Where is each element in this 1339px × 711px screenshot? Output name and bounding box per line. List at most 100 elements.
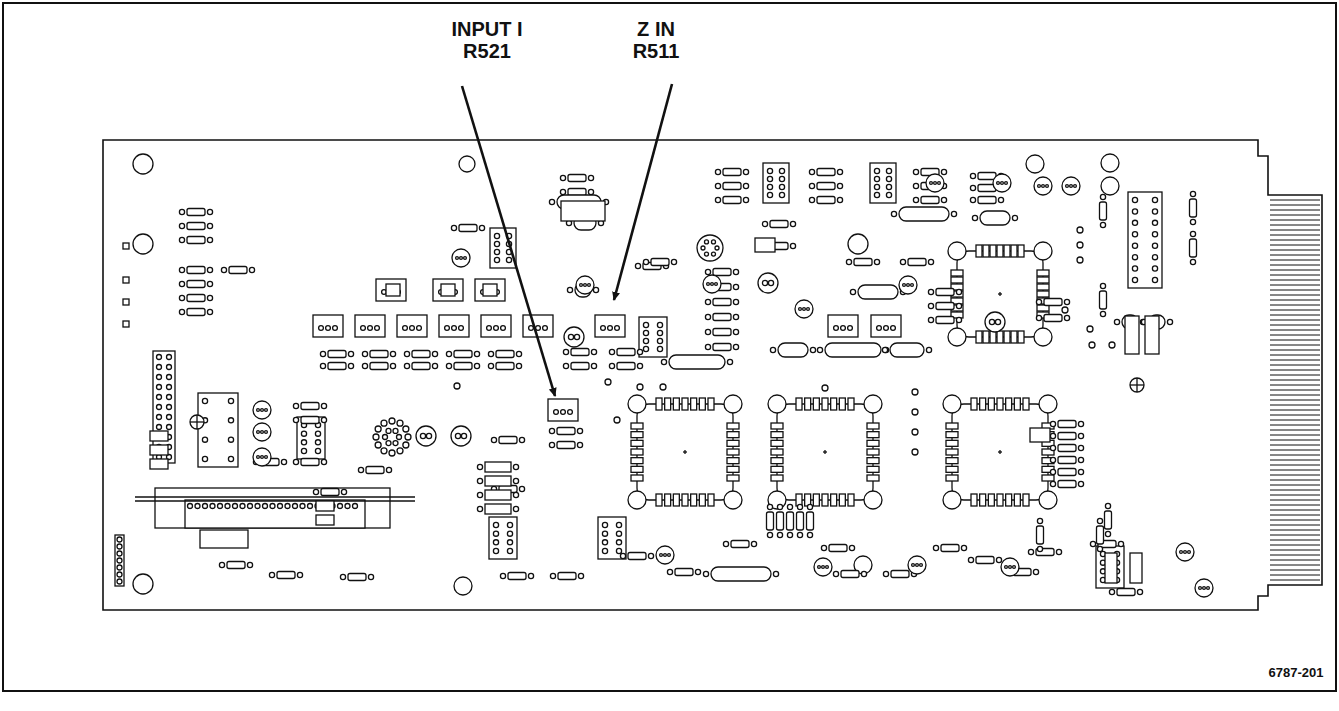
solder-pad [809, 197, 814, 202]
resistor-symbol [1100, 202, 1107, 220]
pot-pin [494, 326, 499, 331]
resistor-symbol [1058, 445, 1076, 452]
dip-ic [297, 417, 325, 459]
transistor-symbol [1062, 177, 1080, 195]
socket-pin [373, 434, 379, 440]
resistor-symbol [187, 267, 205, 274]
edge-finger [1270, 545, 1320, 546]
pot-pin [543, 326, 548, 331]
solder-pad [951, 211, 956, 216]
edge-finger [1270, 385, 1320, 386]
edge-finger [1270, 500, 1320, 501]
solder-pad [549, 428, 554, 433]
ic-pin [507, 522, 512, 527]
resistor-symbol [713, 269, 731, 276]
resistor-symbol [787, 512, 794, 530]
pot-pin [445, 326, 450, 331]
ic-pin [202, 437, 207, 442]
transistor-pin [997, 182, 1000, 185]
pot-pin [326, 326, 331, 331]
solder-pad [810, 347, 815, 352]
socket-pad [631, 432, 643, 438]
edge-finger [1270, 550, 1320, 551]
solder-pad [837, 169, 842, 174]
ic-pin [1132, 277, 1137, 282]
ic-pin [602, 540, 607, 545]
solder-pad [404, 363, 409, 368]
socket-pad [1018, 245, 1024, 257]
ic-pin [228, 418, 233, 423]
edge-finger [1270, 335, 1320, 336]
solder-pad [1114, 319, 1119, 324]
solder-pad [513, 478, 518, 483]
fiducial-mark [196, 415, 197, 429]
small-component [386, 284, 400, 296]
transistor-pin [257, 456, 260, 459]
edge-finger [1270, 465, 1320, 466]
solder-pad [661, 359, 666, 364]
d-sub-pin [255, 504, 260, 509]
solder-pad [207, 209, 212, 214]
capacitor-symbol [711, 567, 771, 581]
mounting-hole [454, 577, 472, 595]
solder-pad [891, 211, 896, 216]
socket-pad [727, 423, 739, 429]
socket-pad [839, 494, 845, 506]
socket-pin [397, 420, 403, 426]
resistor-symbol [366, 467, 384, 474]
dip-ic [490, 228, 516, 268]
transistor-pin [911, 284, 914, 287]
ic-pin [494, 257, 499, 262]
solder-pad [1137, 589, 1142, 594]
d-sub-pin [285, 504, 290, 509]
transistor-symbol [576, 276, 594, 294]
solder-pad [790, 221, 795, 226]
via [1109, 342, 1115, 348]
socket-pad [682, 398, 688, 410]
socket-pad [699, 494, 705, 506]
ic-pin [507, 531, 512, 536]
ic-pin [1152, 266, 1157, 271]
ic-pin [494, 241, 499, 246]
header-pin [117, 565, 122, 570]
transistor-pin [1074, 185, 1077, 188]
ic-pin [493, 522, 498, 527]
transistor-pin [903, 284, 906, 287]
solder-pad [797, 532, 802, 537]
test-pad [123, 299, 129, 305]
ic-pin [779, 176, 784, 181]
solder-pad [1056, 549, 1061, 554]
socket-corner [628, 491, 646, 509]
d-sub-pin [248, 504, 253, 509]
transistor-pin [1038, 185, 1041, 188]
ic-pin [779, 192, 784, 197]
socket-pad [727, 449, 739, 455]
via [822, 385, 828, 391]
solder-pad [446, 351, 451, 356]
transistor-symbol [926, 174, 944, 192]
edge-finger [1270, 490, 1320, 491]
plcc-socket [777, 404, 873, 500]
ic-pin [767, 192, 772, 197]
solder-pad [609, 363, 614, 368]
center-mark [684, 450, 685, 454]
resistor-symbol [496, 363, 514, 370]
trimmer-potentiometer [871, 315, 901, 337]
edge-finger [1270, 340, 1320, 341]
solder-pad [821, 545, 826, 550]
board-components [115, 154, 1320, 597]
transistor-pin [1188, 551, 1191, 554]
header-pin [117, 537, 122, 542]
edge-finger [1270, 355, 1320, 356]
transistor-pin [1005, 566, 1008, 569]
edge-finger [1270, 295, 1320, 296]
edge-finger [1270, 390, 1320, 391]
edge-finger [1270, 410, 1320, 411]
solder-pad [320, 351, 325, 356]
pot-pin [554, 410, 559, 415]
resistor-network [150, 459, 168, 469]
transistor-symbol [452, 249, 470, 267]
socket-pad [771, 475, 783, 481]
solder-pad [563, 363, 568, 368]
solder-pad [477, 506, 482, 511]
